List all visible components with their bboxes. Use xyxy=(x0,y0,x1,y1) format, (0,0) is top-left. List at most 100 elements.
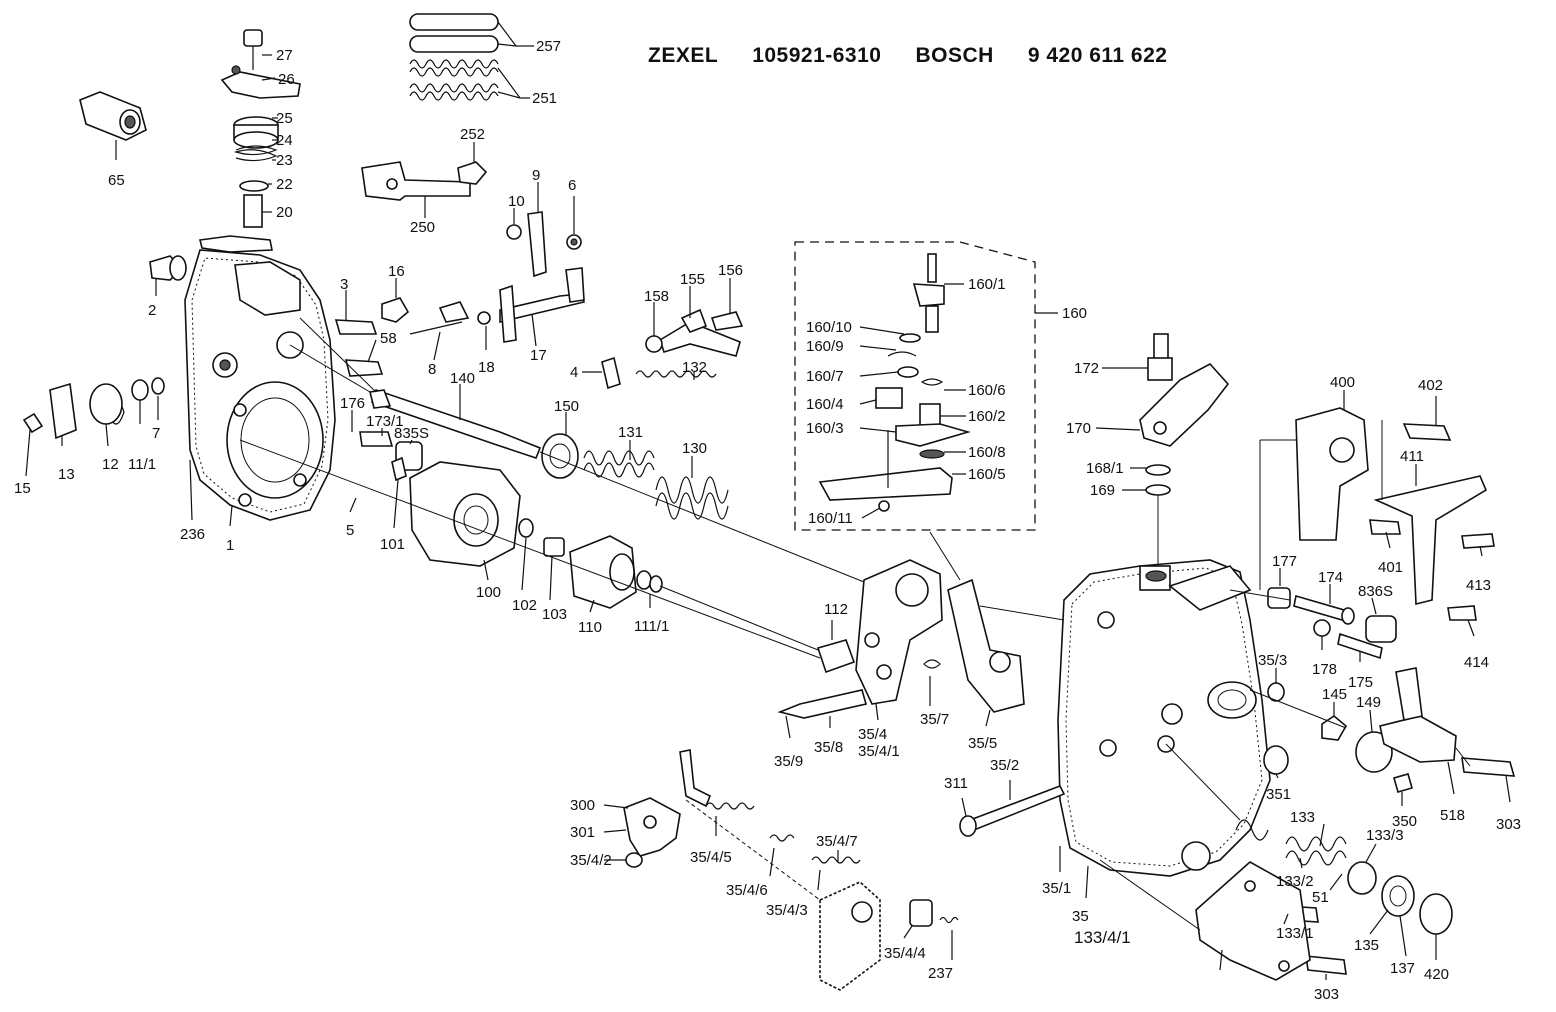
label-150: 150 xyxy=(554,398,579,415)
bracket-400-411 xyxy=(1295,407,1495,621)
label-414: 414 xyxy=(1464,654,1489,671)
label-101: 101 xyxy=(380,536,405,553)
flyweights-100-110 xyxy=(391,456,663,609)
label-23: 23 xyxy=(276,152,293,169)
label-103: 103 xyxy=(542,606,567,623)
label-160-2: 160/2 xyxy=(968,408,1006,425)
label-3: 3 xyxy=(340,276,348,293)
bracket-155 xyxy=(601,308,744,390)
bracket-250 xyxy=(361,161,488,201)
label-35-8: 35/8 xyxy=(814,739,843,756)
right-bolts-174-178 xyxy=(1267,587,1397,660)
label-176: 176 xyxy=(340,395,365,412)
connection-lines xyxy=(239,317,1471,931)
label-131: 131 xyxy=(618,424,643,441)
part-labels: 27 26 25 24 23 22 20 257 251 252 250 65 … xyxy=(14,38,1521,1003)
label-160-5: 160/5 xyxy=(968,466,1006,483)
label-518-right: 303 xyxy=(1496,816,1521,833)
label-51: 133/1 xyxy=(1276,925,1314,942)
label-58: 58 xyxy=(380,330,397,347)
label-160-3: 160/3 xyxy=(806,420,844,437)
label-12: 12 xyxy=(102,456,119,473)
label-35-4-2: 35/4/5 xyxy=(690,849,732,866)
label-236: 236 xyxy=(180,526,205,543)
label-35-4-6: 35/4/3 xyxy=(766,902,808,919)
label-160-4: 160/4 xyxy=(806,396,844,413)
label-35: 133/4/1 xyxy=(1074,928,1131,947)
label-145: 145 xyxy=(1322,686,1347,703)
right-lower-parts xyxy=(1263,667,1516,975)
label-111-1: 111/1 xyxy=(634,618,669,635)
label-26: 26 xyxy=(278,71,295,88)
label-140: 140 xyxy=(450,370,475,387)
label-257: 257 xyxy=(536,38,561,55)
lever-35-4 xyxy=(777,559,1025,719)
label-35-4-7: 35/4/6 xyxy=(726,882,768,899)
label-518-bottom: 303 xyxy=(1314,986,1339,1003)
label-160-6: 160/6 xyxy=(968,382,1006,399)
label-170: 170 xyxy=(1066,420,1091,437)
label-133-2: 51 xyxy=(1312,889,1329,906)
springs-133-plugs xyxy=(1195,836,1453,981)
label-300: 301 xyxy=(570,824,595,841)
label-350: 518 xyxy=(1440,807,1465,824)
label-130: 130 xyxy=(682,440,707,457)
rod-35-2 xyxy=(959,682,1285,837)
label-35-7: 35/7 xyxy=(920,711,949,728)
subassembly-160-box xyxy=(794,241,1036,531)
label-135: 137 xyxy=(1390,960,1415,977)
lever-170-172 xyxy=(1139,333,1230,447)
label-402: 402 xyxy=(1418,377,1443,394)
label-835S: 835S xyxy=(394,425,429,442)
label-411: 411 xyxy=(1400,448,1424,465)
label-16: 16 xyxy=(388,263,405,280)
label-155: 155 xyxy=(680,271,705,288)
label-9: 9 xyxy=(532,167,540,184)
label-1: 1 xyxy=(226,537,234,554)
label-7: 7 xyxy=(152,425,160,442)
label-133: 133/3 xyxy=(1366,827,1404,844)
label-133-3: 133/2 xyxy=(1276,873,1314,890)
label-250: 250 xyxy=(410,219,435,236)
label-13: 13 xyxy=(58,466,75,483)
label-35-2: 35/2 xyxy=(990,757,1019,774)
label-160: 160 xyxy=(1062,305,1087,322)
label-25: 25 xyxy=(276,110,293,127)
label-35-4-5: 35/4/7 xyxy=(816,833,858,850)
label-35-4: 35/4 xyxy=(858,726,887,743)
lower-lever-300 xyxy=(623,749,959,991)
block-112 xyxy=(816,639,856,674)
label-413: 413 xyxy=(1466,577,1491,594)
plugs-2-3-16 xyxy=(149,255,410,377)
bosch-part-number: 9 420 611 622 xyxy=(1027,44,1168,67)
label-112: 112 xyxy=(824,601,848,618)
label-178: 178 xyxy=(1312,661,1337,678)
label-8: 8 xyxy=(428,361,436,378)
label-100: 100 xyxy=(476,584,501,601)
label-18: 18 xyxy=(478,359,495,376)
label-400: 400 xyxy=(1330,374,1355,391)
label-173-1: 173/1 xyxy=(366,413,404,430)
label-35-1: 35 xyxy=(1072,908,1089,925)
label-301: 35/4/2 xyxy=(570,852,612,869)
label-237: 35/1 xyxy=(1042,880,1071,897)
label-5: 5 xyxy=(346,522,354,539)
washer-168-1 xyxy=(1145,464,1171,476)
label-133-1: 135 xyxy=(1354,937,1379,954)
label-35-5: 35/5 xyxy=(968,735,997,752)
washer-169 xyxy=(1145,484,1171,496)
label-132: 132 xyxy=(682,359,707,376)
label-35-4-1: 35/4/1 xyxy=(858,743,900,760)
label-65: 65 xyxy=(108,172,125,189)
label-2: 2 xyxy=(148,302,156,319)
label-172: 172 xyxy=(1074,360,1099,377)
label-20: 20 xyxy=(276,204,293,221)
label-102: 102 xyxy=(512,597,537,614)
label-160-7: 160/7 xyxy=(806,368,844,385)
label-156: 156 xyxy=(718,262,743,279)
label-6: 6 xyxy=(568,177,576,194)
springs-130-131 xyxy=(541,433,729,520)
label-401: 401 xyxy=(1378,559,1403,576)
label-35-9: 35/9 xyxy=(774,753,803,770)
label-137: 420 xyxy=(1424,966,1449,983)
